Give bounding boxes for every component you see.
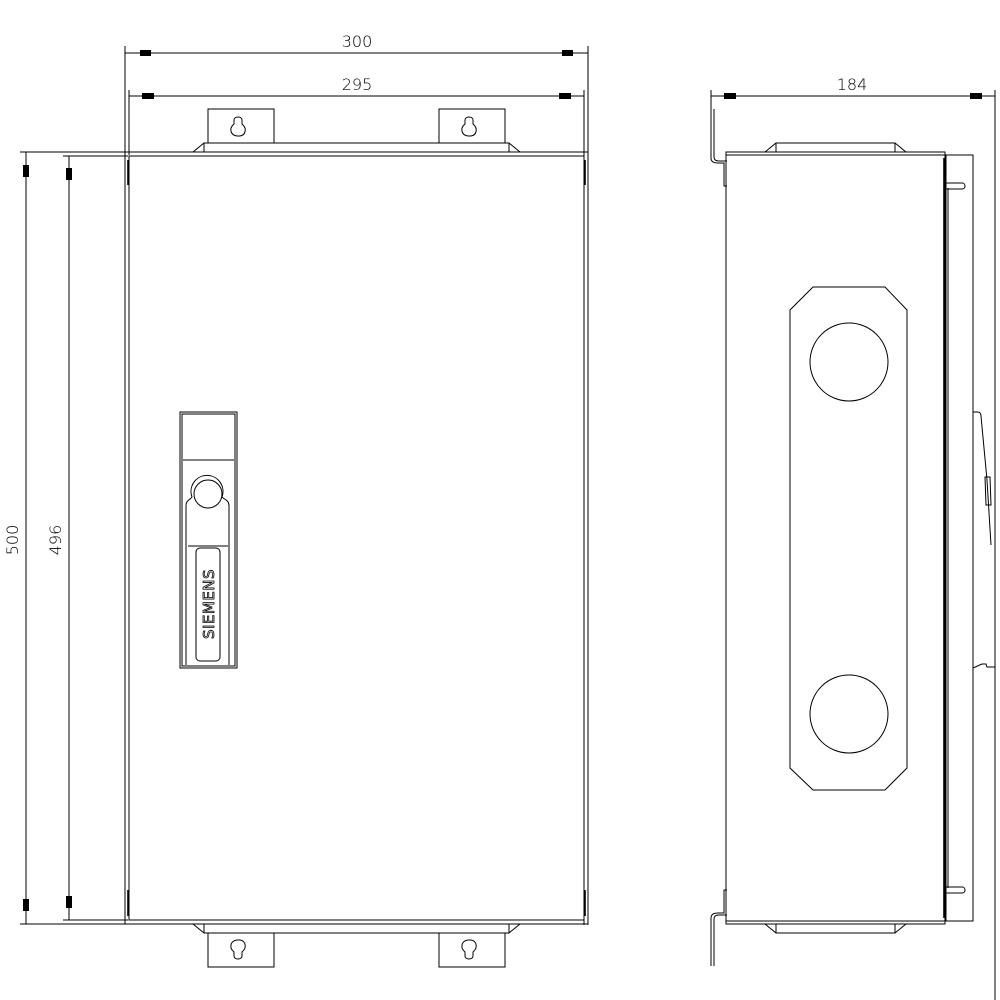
top-mounting-bracket: [192, 108, 521, 153]
dim-300-label: 300: [342, 32, 373, 51]
dim-295-label: 295: [342, 75, 373, 94]
dimension-body-width: 295: [128, 75, 585, 925]
keyhole-icon: [230, 116, 246, 137]
knockout-hole-top: [809, 322, 889, 402]
dimension-overall-height: 500: [3, 151, 128, 925]
front-view: 300 295 500 496: [3, 32, 589, 968]
keyhole-icon: [230, 939, 246, 960]
wall-bracket-top: [710, 109, 727, 187]
siemens-logo: SIEMENS: [200, 569, 218, 639]
side-view: 184: [710, 75, 996, 1000]
keyhole-icon: [461, 939, 477, 960]
keyhole-icon: [461, 116, 477, 137]
dimension-body-height: 496: [46, 155, 128, 921]
enclosure-side: [725, 142, 946, 934]
dimension-overall-width: 300: [124, 32, 589, 925]
bottom-mounting-bracket: [192, 923, 521, 968]
door-profile: [943, 154, 974, 922]
gland-plate: [789, 286, 908, 791]
dim-500-label: 500: [3, 525, 22, 556]
wall-bracket-bottom: [710, 889, 727, 966]
knockout-hole-bottom: [809, 674, 889, 754]
dimension-depth: 184: [710, 75, 996, 1000]
enclosure-front: [100, 151, 589, 925]
handle-side-profile: [972, 411, 995, 669]
dim-496-label: 496: [46, 525, 65, 556]
dim-184-label: 184: [837, 75, 868, 94]
door-handle: SIEMENS: [179, 411, 238, 669]
